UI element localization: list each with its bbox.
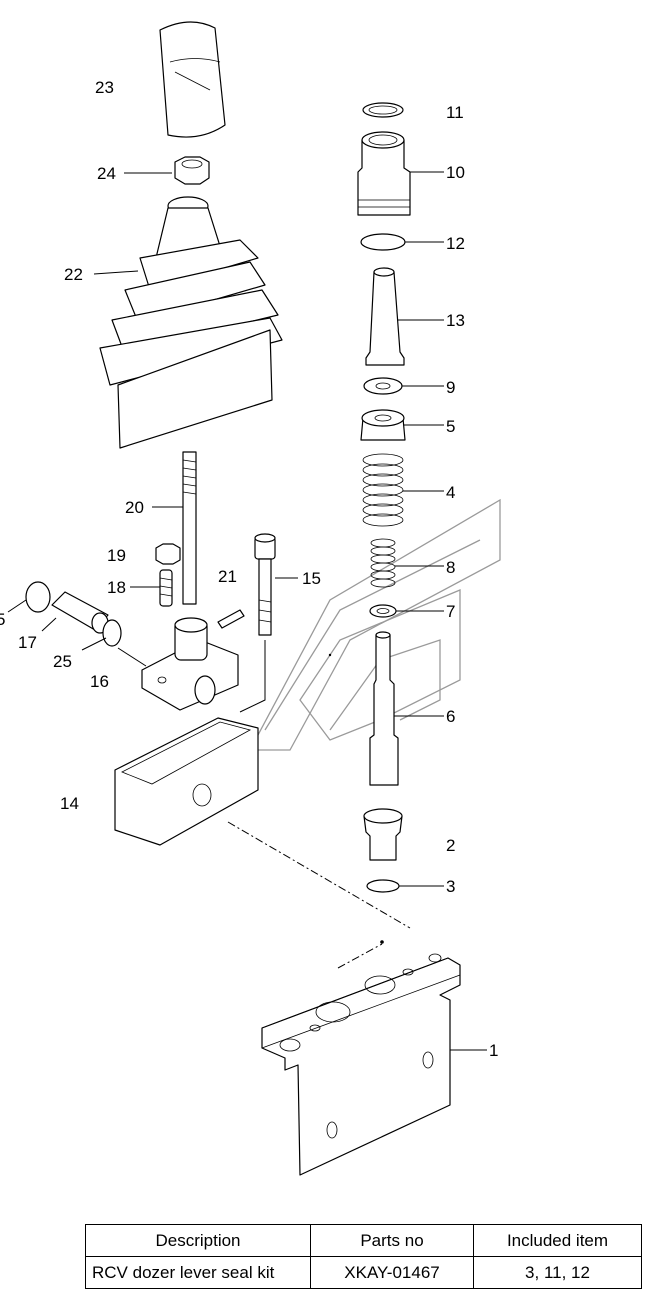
table-header-row: Description Parts no Included item [85,1224,642,1257]
snap-ring-part-5-left [25,581,51,613]
washer-part-7 [369,604,397,618]
label-2: 2 [446,836,455,855]
spring-part-4 [362,453,404,527]
bushing-part-2 [363,808,403,861]
label-11: 11 [446,103,464,122]
label-8: 8 [446,558,455,577]
label-13: 13 [446,311,465,330]
label-3: 3 [446,877,455,896]
plug-part-10 [357,131,411,216]
label-7: 7 [446,602,455,621]
label-25: 25 [53,652,72,671]
seal-kit-table: Description Parts no Included item RCV d… [85,1224,642,1289]
valve-casing-part-1 [261,953,461,1176]
label-12: 12 [446,234,465,253]
label-22: 22 [64,265,83,284]
push-rod-part-13 [365,267,405,366]
column-header-description: Description [85,1224,311,1257]
cell-description: RCV dozer lever seal kit [85,1256,311,1289]
pin-part-17 [51,591,109,634]
washer-part-9 [363,377,403,395]
watermark-logo [248,498,501,751]
universal-joint-part-16 [141,617,239,711]
spring-seat-part-5 [360,409,406,441]
label-23: 23 [95,78,114,97]
lever-housing-part-14 [114,717,259,846]
o-ring-part-3 [366,879,400,893]
label-5-left: 5 [0,610,5,629]
label-4: 4 [446,483,455,502]
label-24: 24 [97,164,116,183]
label-16: 16 [90,672,109,691]
nut-part-19 [155,543,181,565]
spring-pin-part-21 [217,609,245,629]
label-10: 10 [446,163,465,182]
cell-parts-no: XKAY-01467 [310,1256,474,1289]
lever-rod-part-20 [182,451,197,605]
hex-nut-part-24 [174,156,210,185]
label-21: 21 [218,567,237,586]
leader-lines [7,171,487,1051]
label-1: 1 [489,1041,498,1060]
column-header-parts-no: Parts no [310,1224,474,1257]
label-15: 15 [302,569,321,588]
spool-part-6 [369,631,399,786]
cell-included-item: 3, 11, 12 [473,1256,642,1289]
set-screw-part-18 [159,569,173,607]
exploded-parts-diagram: 23 24 22 20 19 18 21 15 5 17 25 16 14 11… [0,21,501,1176]
column-header-included-item: Included item [473,1224,642,1257]
label-14: 14 [60,794,79,813]
label-19: 19 [107,546,126,565]
spring-part-8 [370,538,396,588]
label-17: 17 [18,633,37,652]
rubber-boot-part-22 [99,196,283,449]
part-labels: 23 24 22 20 19 18 21 15 5 17 25 16 14 11… [0,78,498,1060]
label-5: 5 [446,417,455,436]
o-ring-part-12 [360,233,406,251]
label-18: 18 [107,578,126,597]
table-row: RCV dozer lever seal kit XKAY-01467 3, 1… [85,1256,642,1289]
label-9: 9 [446,378,455,397]
lever-cap-part-23 [159,21,226,138]
bolt-part-15 [254,533,276,636]
seal-ring-part-11 [362,102,404,118]
label-20: 20 [125,498,144,517]
label-6: 6 [446,707,455,726]
snap-ring-part-25 [102,619,122,647]
